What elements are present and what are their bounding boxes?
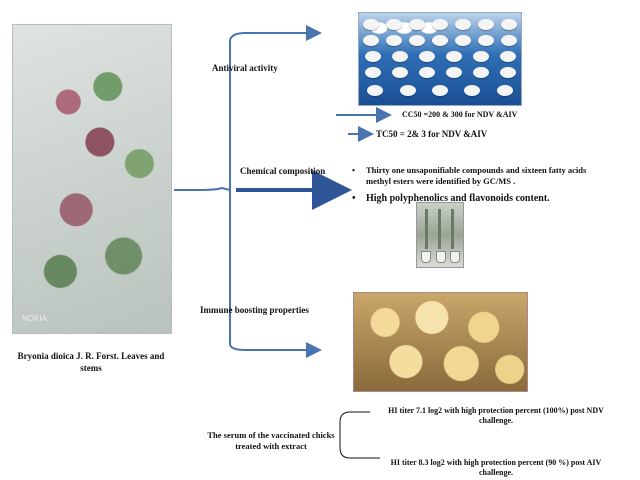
cc50-text: CC50 =200 & 300 for NDV &AIV <box>402 110 518 119</box>
chemical-result-item: Thirty one unsaponifiable compounds and … <box>348 165 588 188</box>
chemical-results-list: Thirty one unsaponifiable compounds and … <box>348 165 588 209</box>
immune-label: Immune boosting properties <box>200 305 309 315</box>
eggs-photo <box>358 12 522 106</box>
plant-photo <box>12 24 172 334</box>
antiviral-arrow <box>229 25 322 41</box>
chemical-result-item: High polyphenolics and flavonoids conten… <box>348 192 588 206</box>
ndv-result: HI titer 7.1 log2 with high protection p… <box>388 406 604 426</box>
antiviral-label: Antiviral activity <box>212 63 278 73</box>
tc50-text: TC50 = 2& 3 for NDV &AIV <box>376 129 488 139</box>
serum-label: The serum of the vaccinated chicks treat… <box>207 430 335 452</box>
aiv-result: HI titer 8.3 log2 with high protection p… <box>390 458 602 478</box>
plant-caption: Bryonia dioica J. R. Forst. Leaves and s… <box>17 351 165 374</box>
chemical-label: Chemical composition <box>240 166 326 176</box>
photo-credit: NOKIA <box>22 314 47 323</box>
lab-photo <box>416 202 464 268</box>
results-bracket <box>339 411 380 459</box>
immune-arrow <box>229 342 322 358</box>
chicks-photo <box>353 292 528 392</box>
